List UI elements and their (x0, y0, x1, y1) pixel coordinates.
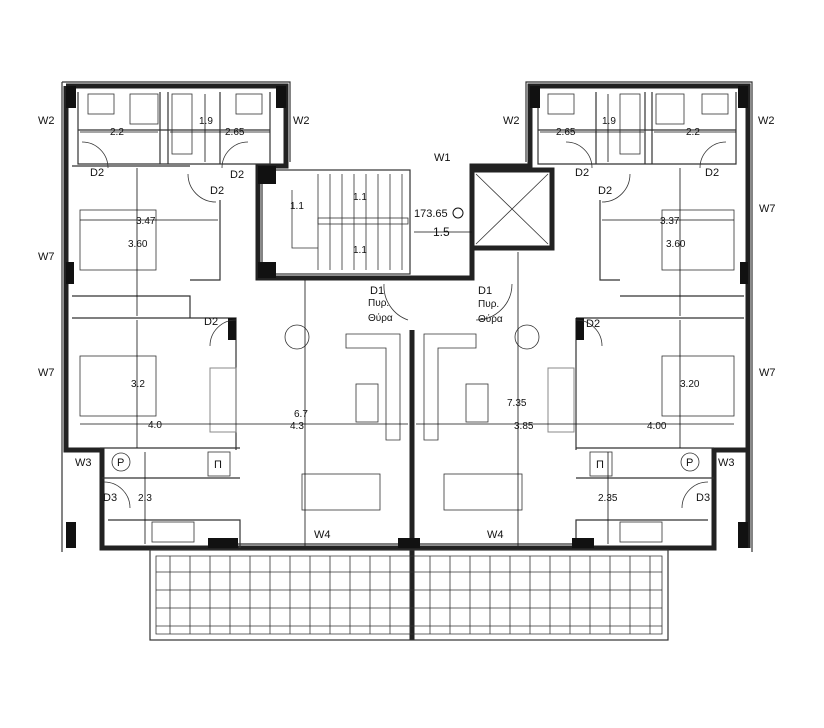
dimension-label: 1.1 (353, 192, 367, 203)
appliance-label: Π (596, 459, 604, 471)
appliance-label: P (117, 457, 124, 469)
elevation-marker-icon (452, 207, 464, 219)
dimension-label: 3.37 (660, 216, 680, 227)
dimension-label: 2.2 (686, 127, 700, 138)
elevation-label: 173.65 (414, 208, 448, 220)
furniture (79, 93, 735, 543)
door-label: D2 (598, 185, 612, 197)
dimension-label: 1.1 (353, 245, 367, 256)
window-label: W7 (38, 367, 55, 379)
door-label: Θύρα (478, 313, 503, 325)
dimension-label: 1.1 (290, 201, 304, 212)
window-label: W1 (434, 152, 451, 164)
balcony (149, 549, 669, 641)
door-label: D2 (705, 167, 719, 179)
dimension-label: 3.47 (136, 216, 156, 227)
dimension-label: 7.35 (507, 398, 527, 409)
door-label: D2 (204, 316, 218, 328)
window-label: W3 (718, 457, 735, 469)
door-swings (81, 141, 727, 509)
window-label: W2 (503, 115, 520, 127)
window-label: W2 (758, 115, 775, 127)
labels: W2 W2 W2 W2 W1 W7 W7 W7 W7 W3 W3 W4 W4 D… (38, 115, 776, 541)
door-label: D3 (696, 492, 710, 504)
window-label: W7 (759, 203, 776, 215)
window-label: W2 (38, 115, 55, 127)
dimension-label: 2.65 (225, 127, 245, 138)
window-label: W3 (75, 457, 92, 469)
dimension-label: 2.2 (110, 127, 124, 138)
door-label: Πυρ. (478, 299, 499, 310)
door-label: D3 (103, 492, 117, 504)
door-label: D1 (370, 285, 384, 297)
dimension-label: 4.00 (647, 421, 667, 432)
window-label: W7 (759, 367, 776, 379)
door-label: D2 (210, 185, 224, 197)
window-label: W2 (293, 115, 310, 127)
door-label: D2 (575, 167, 589, 179)
dimension-label: 6.7 (294, 409, 308, 420)
dimension-label: 1.9 (199, 116, 213, 127)
dimension-label: 3.2 (131, 379, 145, 390)
dimension-label: 3.60 (666, 239, 686, 250)
door-label: Πυρ. (368, 298, 389, 309)
dimension-label: 2.3 (138, 493, 152, 504)
dimension-label: 2.65 (556, 127, 576, 138)
dimension-label: 2.35 (598, 493, 618, 504)
dimension-label: 3.85 (514, 421, 534, 432)
door-label: D1 (478, 285, 492, 297)
dimension-label: 1.5 (433, 225, 450, 239)
window-label: W4 (487, 529, 504, 541)
dimension-label: 1.9 (602, 116, 616, 127)
window-label: W4 (314, 529, 331, 541)
dimension-label: 3.20 (680, 379, 700, 390)
dimension-label: 4.0 (148, 420, 162, 431)
door-label: D2 (90, 167, 104, 179)
appliance-label: Π (214, 459, 222, 471)
staircase (291, 174, 409, 270)
window-label: W7 (38, 251, 55, 263)
door-label: D2 (230, 169, 244, 181)
dimension-label: 4.3 (290, 421, 304, 432)
door-label: D2 (586, 318, 600, 330)
door-label: Θύρα (368, 312, 393, 324)
appliance-label: P (686, 457, 693, 469)
dimension-label: 3.60 (128, 239, 148, 250)
walls (61, 81, 753, 640)
dimension-lines (80, 94, 736, 546)
